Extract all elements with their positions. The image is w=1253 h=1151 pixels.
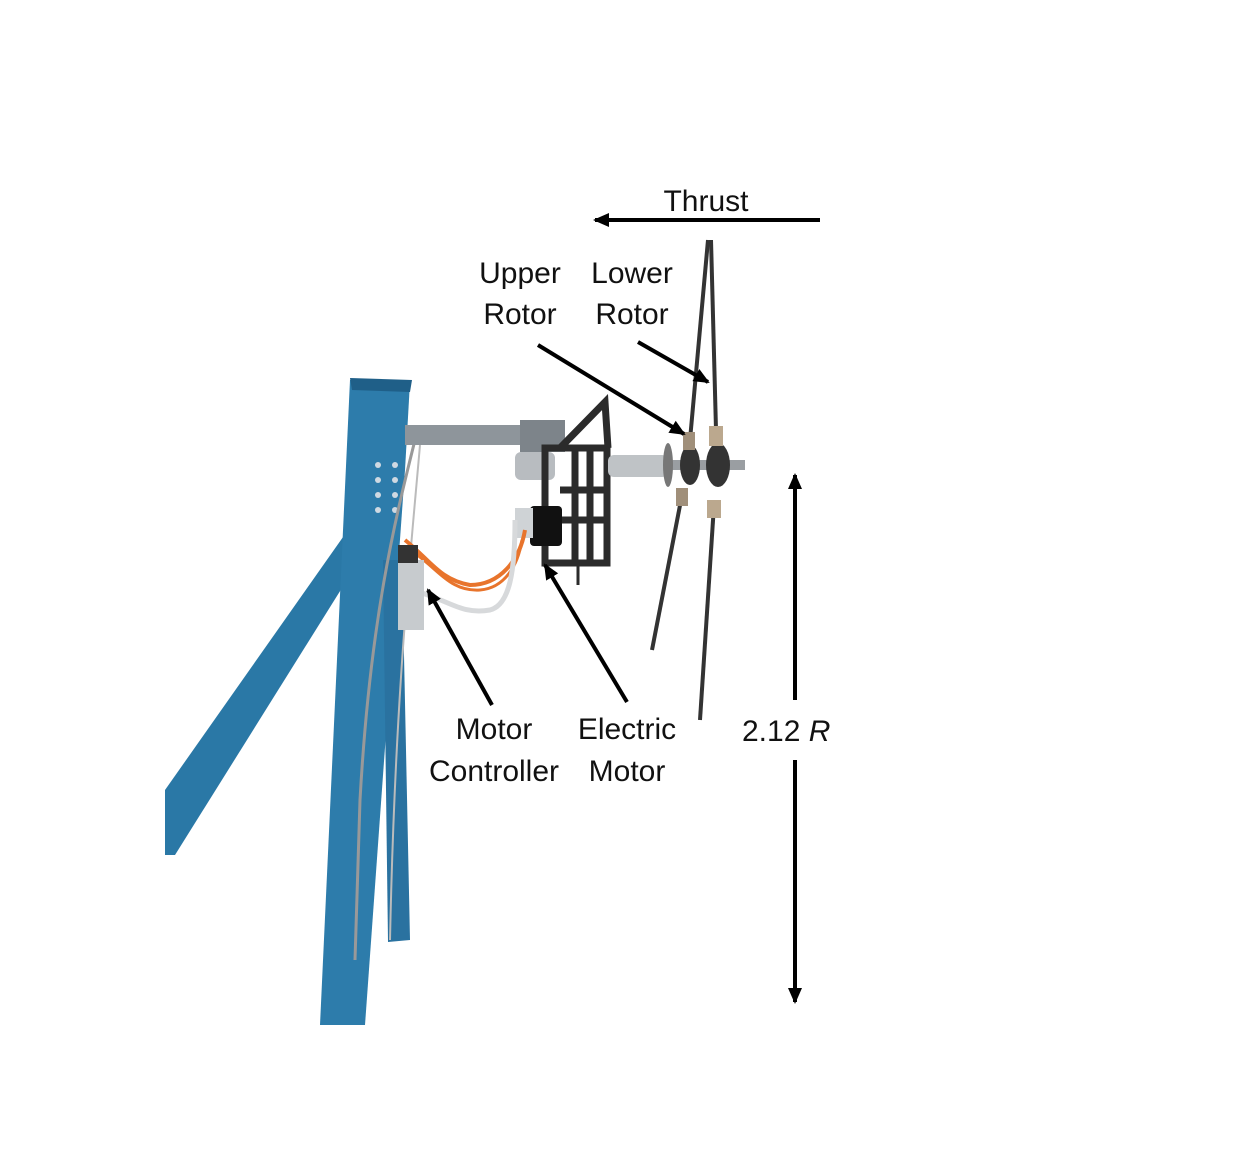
height-dimension: 2.12 R [742,473,830,1004]
motor-controller [398,545,424,630]
thrust-annotation: Thrust [593,185,820,227]
electric-motor-label-1: Electric [578,713,676,746]
lower-rotor-label-2: Rotor [595,298,668,331]
motor-cables [403,519,527,614]
motor-controller-arrow [426,588,494,706]
dimension-value: 2.12 [742,715,800,748]
dimension-unit: R [809,715,831,748]
motor-controller-label-2: Controller [429,755,559,788]
electric-motor-arrow [543,563,629,704]
upper-rotor-arrow [536,343,686,436]
upper-rotor-annotation: Upper Rotor [479,257,686,436]
rotor-shaft [608,443,745,487]
dimension-label: 2.12 R [742,715,830,748]
electric-motor-label-2: Motor [589,755,666,788]
electric-motor [515,506,562,546]
thrust-label: Thrust [663,185,749,218]
lower-rotor-arrow [637,340,710,384]
upper-rotor-label-1: Upper [479,257,561,290]
upper-rotor-label-2: Rotor [483,298,556,331]
lower-rotor-annotation: Lower Rotor [591,257,710,384]
blue-stand [165,378,421,1025]
support-arm [405,420,565,480]
upper-rotor-blades [650,239,710,651]
lower-rotor-label-1: Lower [591,257,673,290]
lower-rotor-blades [698,239,723,721]
motor-controller-label-1: Motor [456,713,533,746]
motor-controller-annotation: Motor Controller [426,588,559,788]
electric-motor-annotation: Electric Motor [543,563,676,788]
mount-frame [541,393,612,585]
